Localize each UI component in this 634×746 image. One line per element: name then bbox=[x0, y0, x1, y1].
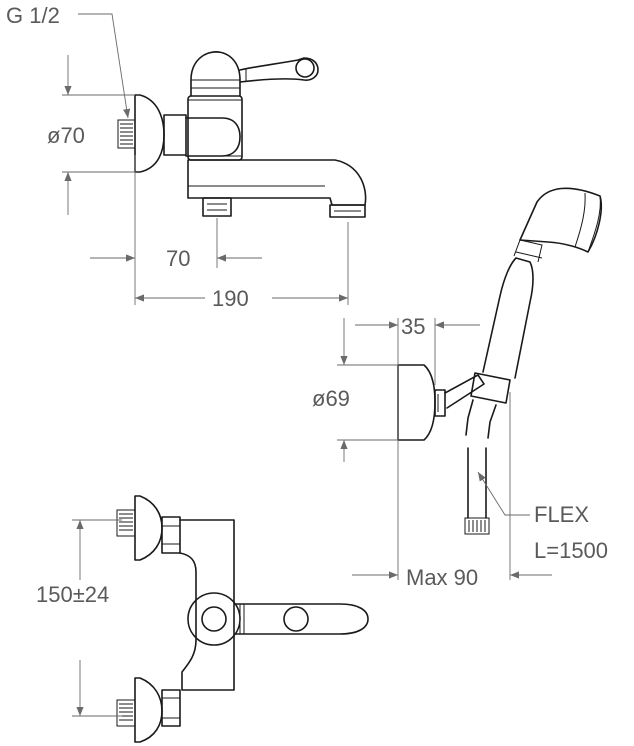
hand-shower-handle bbox=[482, 257, 534, 379]
holder-diameter-label: ø69 bbox=[312, 386, 350, 411]
hose-length-label: L=1500 bbox=[534, 538, 608, 563]
flexible-hose bbox=[465, 399, 497, 439]
lever-handle bbox=[239, 57, 319, 83]
bath-spout bbox=[187, 159, 367, 206]
holder-stem bbox=[434, 389, 446, 417]
connector-nut bbox=[163, 114, 187, 156]
cartridge-disc bbox=[187, 592, 241, 646]
hose-type-label: FLEX bbox=[534, 502, 589, 527]
holder-wall-plate bbox=[397, 364, 436, 441]
lower-wall-flange bbox=[134, 677, 163, 743]
aerator bbox=[329, 204, 366, 218]
holder-arm bbox=[444, 374, 485, 409]
swivel-elbow bbox=[185, 117, 241, 157]
shower-mixer-dimensions: 150±24 bbox=[36, 519, 122, 717]
thread-label: G 1/2 bbox=[6, 3, 60, 28]
hand-shower-drawing bbox=[397, 187, 603, 535]
hose-thread bbox=[464, 517, 490, 535]
inlet-thread bbox=[117, 119, 136, 149]
overall-width-label: 190 bbox=[212, 286, 249, 311]
lower-nut bbox=[161, 689, 181, 727]
upper-wall-flange bbox=[134, 495, 163, 561]
shower-lever-handle bbox=[235, 603, 369, 635]
holder-cup bbox=[470, 372, 511, 404]
flange-diameter-label: ø70 bbox=[47, 123, 85, 148]
shower-mixer-drawing bbox=[116, 495, 369, 743]
diverter-knob bbox=[202, 197, 232, 217]
bath-mixer-dimensions: G 1/2 ø70 70 190 bbox=[6, 3, 349, 311]
bath-mixer-drawing bbox=[117, 51, 367, 218]
wall-flange bbox=[134, 94, 165, 173]
upper-inlet-thread bbox=[116, 509, 136, 537]
shower-head bbox=[519, 187, 603, 253]
shower-mixer-body bbox=[179, 519, 235, 691]
mixer-body bbox=[187, 95, 243, 161]
holder-depth-label: 35 bbox=[401, 314, 425, 339]
lower-inlet-thread bbox=[116, 699, 136, 727]
centers-label: 150±24 bbox=[36, 582, 109, 607]
spout-offset-label: 70 bbox=[166, 246, 190, 271]
cartridge-cap bbox=[190, 51, 241, 97]
hand-shower-dimensions: 35 ø69 FLEX L=1500 Max 90 bbox=[312, 314, 608, 590]
upper-nut bbox=[161, 516, 181, 554]
max-projection-label: Max 90 bbox=[406, 565, 478, 590]
